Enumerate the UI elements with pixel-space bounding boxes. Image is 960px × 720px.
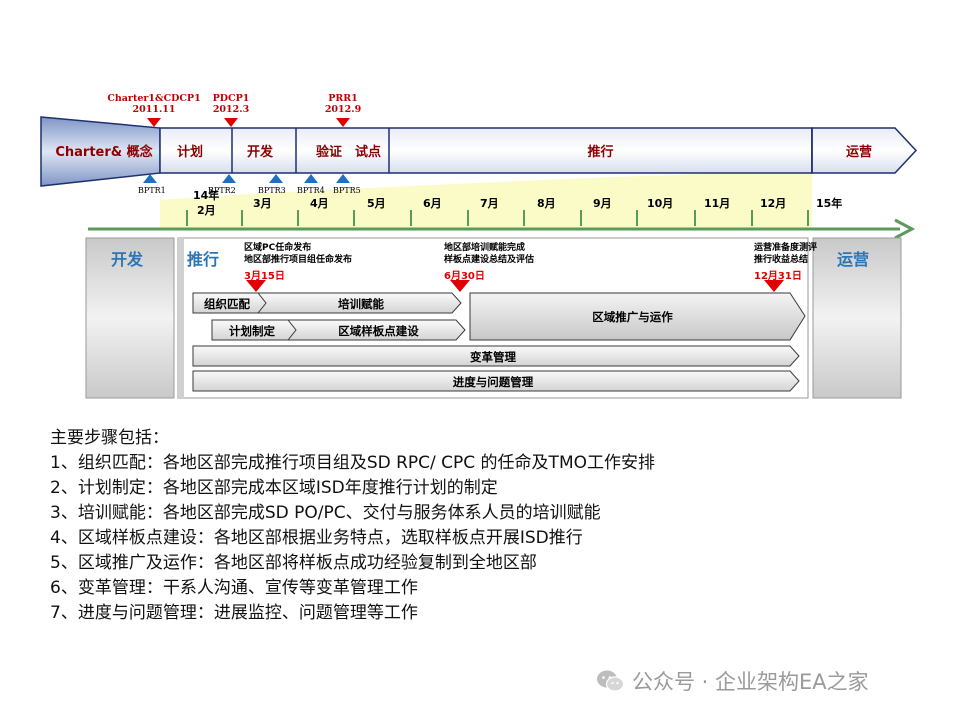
bptr-label: BPTR4 (297, 186, 325, 195)
milestone-marker-icon (336, 118, 350, 127)
milestone-label: PRR1 (328, 93, 358, 104)
timeline-tick (523, 210, 525, 226)
timeline-tick (410, 210, 412, 226)
checkpoint-date: 6月30日 (444, 271, 485, 282)
milestone-label: PDCP1 (212, 93, 250, 104)
timeline-tick (467, 210, 469, 226)
timeline-tick (751, 210, 753, 226)
steps-intro: 主要步骤包括： (50, 428, 169, 448)
milestone-pdcp: PDCP1 2012.3 (213, 93, 250, 115)
checkpoint-note-june: 地区部培训赋能完成 样板点建设总结及评估 (444, 242, 534, 266)
timeline-tick (636, 210, 638, 226)
month-label: 3月 (253, 197, 272, 210)
milestone-charter: Charter1&CDCP1 2011.11 (107, 93, 200, 115)
timeline-tick (186, 210, 188, 226)
timeline-tick (580, 210, 582, 226)
checkpoint-note-march: 区域PC任命发布 地区部推行项目组任命发布 (244, 242, 352, 266)
note-line: 地区部培训赋能完成 (444, 243, 526, 253)
step-5: 5、区域推广及运作：各地区部将样板点成功经验复制到全地区部 (50, 553, 537, 573)
month-label: 5月 (367, 197, 386, 210)
bar-planning: 计划制定 (229, 324, 275, 338)
note-line: 区域PC任命发布 (244, 243, 312, 253)
checkpoint-note-december: 运营准备度测评 推行收益总结 (754, 242, 817, 266)
step-3: 3、培训赋能：各地区部完成SD PO/PC、交付与服务体系人员的培训赋能 (50, 503, 601, 523)
step-6: 6、变革管理：干系人沟通、宣传等变革管理工作 (50, 578, 418, 598)
bptr-label: BPTR5 (333, 186, 361, 195)
bptr-marker-icon (304, 174, 318, 183)
bptr-label: BPTR1 (138, 186, 166, 195)
bar-pilot-build: 区域样板点建设 (338, 324, 419, 338)
bptr-marker-icon (269, 174, 283, 183)
month-label: 11月 (704, 197, 731, 210)
month-label: 4月 (310, 197, 329, 210)
bar-training: 培训赋能 (338, 297, 384, 311)
milestone-date: 2012.9 (324, 104, 362, 115)
step-4: 4、区域样板点建设：各地区部根据业务特点，选取样板点开展ISD推行 (50, 528, 583, 548)
month-label: 6月 (423, 197, 442, 210)
note-line: 样板点建设总结及评估 (444, 255, 535, 265)
bar-regional-rollout: 区域推广与运作 (592, 310, 673, 324)
milestone-prr: PRR1 2012.9 (325, 93, 361, 115)
phase-concept: Charter& 概念 (55, 145, 153, 160)
column-title-develop: 开发 (111, 250, 144, 269)
timeline-tick (241, 210, 243, 226)
wechat-icon (597, 670, 624, 692)
checkpoint-marker-icon (764, 280, 784, 292)
note-line: 地区部推行项目组任命发布 (244, 255, 353, 265)
month-label: 2月 (197, 204, 216, 217)
phase-plan: 计划 (176, 145, 203, 160)
timeline-tick (694, 210, 696, 226)
phase-rollout: 推行 (587, 145, 614, 160)
watermark-text: 公众号 · 企业架构EA之家 (632, 670, 869, 694)
note-line: 运营准备度测评 (754, 243, 818, 253)
milestone-marker-icon (224, 118, 238, 127)
step-7: 7、进度与问题管理：进展监控、问题管理等工作 (50, 603, 418, 623)
timeline-tick (297, 210, 299, 226)
note-line: 推行收益总结 (754, 255, 809, 265)
milestone-date: 2012.3 (212, 104, 250, 115)
timeline-tick (353, 210, 355, 226)
bptr-label: BPTR3 (258, 186, 286, 195)
month-label: 14年 (193, 189, 220, 202)
bptr-label: BPTR2 (208, 186, 236, 195)
month-label: 8月 (537, 197, 556, 210)
bptr-marker-icon (336, 174, 350, 183)
bar-change-mgmt: 变革管理 (470, 350, 516, 364)
phase-trial: 试点 (354, 145, 381, 160)
checkpoint-marker-icon (246, 280, 266, 292)
month-label: 10月 (647, 197, 674, 210)
step-1: 1、组织匹配：各地区部完成推行项目组及SD RPC/ CPC 的任命及TMO工作… (50, 453, 655, 473)
milestone-marker-icon (147, 118, 161, 127)
timeline-tick (807, 210, 809, 226)
month-label: 15年 (816, 197, 843, 210)
checkpoint-date: 12月31日 (754, 271, 802, 282)
month-label: 9月 (593, 197, 612, 210)
phase-operate: 运营 (845, 145, 872, 160)
column-title-rollout: 推行 (187, 250, 220, 269)
step-2: 2、计划制定：各地区部完成本区域ISD年度推行计划的制定 (50, 478, 498, 498)
checkpoint-date: 3月15日 (244, 271, 285, 282)
watermark: 公众号 · 企业架构EA之家 (596, 666, 869, 696)
phase-verify: 验证 (315, 145, 342, 160)
month-label: 7月 (480, 197, 499, 210)
bar-org-match: 组织匹配 (204, 297, 250, 311)
checkpoint-marker-icon (450, 280, 470, 292)
phase-develop: 开发 (246, 145, 273, 160)
bptr-marker-icon (143, 174, 157, 183)
bptr-marker-icon (222, 174, 236, 183)
bar-progress-mgmt: 进度与问题管理 (452, 375, 534, 389)
month-label: 12月 (760, 197, 787, 210)
milestone-label: Charter1&CDCP1 (107, 93, 201, 104)
column-title-operate: 运营 (837, 250, 870, 269)
milestone-date: 2011.11 (132, 104, 176, 115)
